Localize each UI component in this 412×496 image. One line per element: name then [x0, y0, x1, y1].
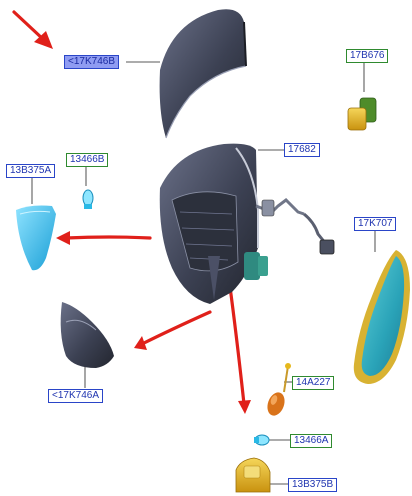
part-label-17682[interactable]: 17682 — [284, 143, 320, 157]
part-label-14a227[interactable]: 14A227 — [292, 376, 335, 390]
explode-arrow-lower-left — [140, 310, 212, 346]
part-label-17b676[interactable]: 17B676 — [346, 49, 389, 63]
part-label-17k707[interactable]: 17K707 — [354, 217, 397, 231]
mirror-glass — [353, 250, 410, 384]
part-label-13b375b[interactable]: 13B375B — [288, 478, 338, 492]
bulb-socket-14a227 — [267, 363, 291, 416]
callout-arrow — [12, 10, 46, 42]
callout-arrowhead — [34, 31, 53, 49]
left-turn-lamp-lens — [16, 205, 56, 271]
upper-cover-shell — [159, 9, 247, 139]
red-arrowheads — [34, 31, 251, 414]
part-label-17k746b[interactable]: <17K746B — [64, 55, 119, 69]
lower-cover-shell — [60, 302, 114, 368]
part-label-13466b[interactable]: 13466B — [66, 153, 109, 167]
explode-arrow-left — [64, 235, 152, 240]
leader-lines — [31, 61, 376, 485]
part-label-13b375a[interactable]: 13B375A — [6, 164, 56, 178]
lamp-housing-13b375b — [235, 457, 271, 493]
bulb-13466b — [82, 189, 94, 209]
mirror-housing — [159, 143, 335, 304]
part-label-13466a[interactable]: 13466A — [290, 434, 333, 448]
connector-17b676 — [347, 97, 377, 131]
part-label-17k746a[interactable]: <17K746A — [48, 389, 103, 403]
bulb-13466a — [254, 434, 270, 446]
